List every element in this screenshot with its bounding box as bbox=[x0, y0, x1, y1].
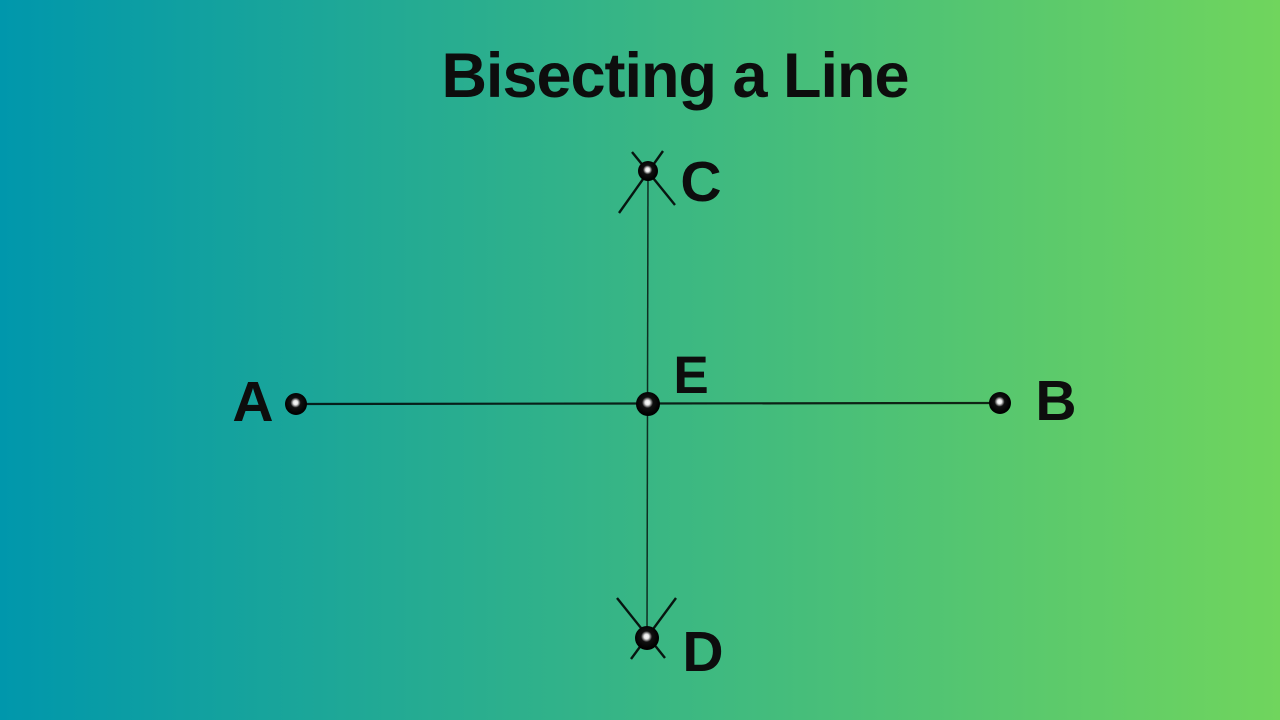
point-b-dot bbox=[989, 392, 1011, 414]
point-c-label: C bbox=[680, 150, 721, 214]
point-d-dot bbox=[635, 626, 659, 650]
point-e-dot bbox=[636, 392, 660, 416]
point-c-dot bbox=[638, 161, 658, 181]
point-a-dot bbox=[285, 393, 307, 415]
arc-mark-c-right-icon bbox=[618, 150, 664, 214]
point-a-label: A bbox=[232, 370, 273, 434]
point-d-label: D bbox=[682, 620, 723, 684]
diagram-title: Bisecting a Line bbox=[441, 41, 909, 111]
point-e-label: E bbox=[673, 346, 708, 405]
point-b-label: B bbox=[1035, 369, 1076, 433]
